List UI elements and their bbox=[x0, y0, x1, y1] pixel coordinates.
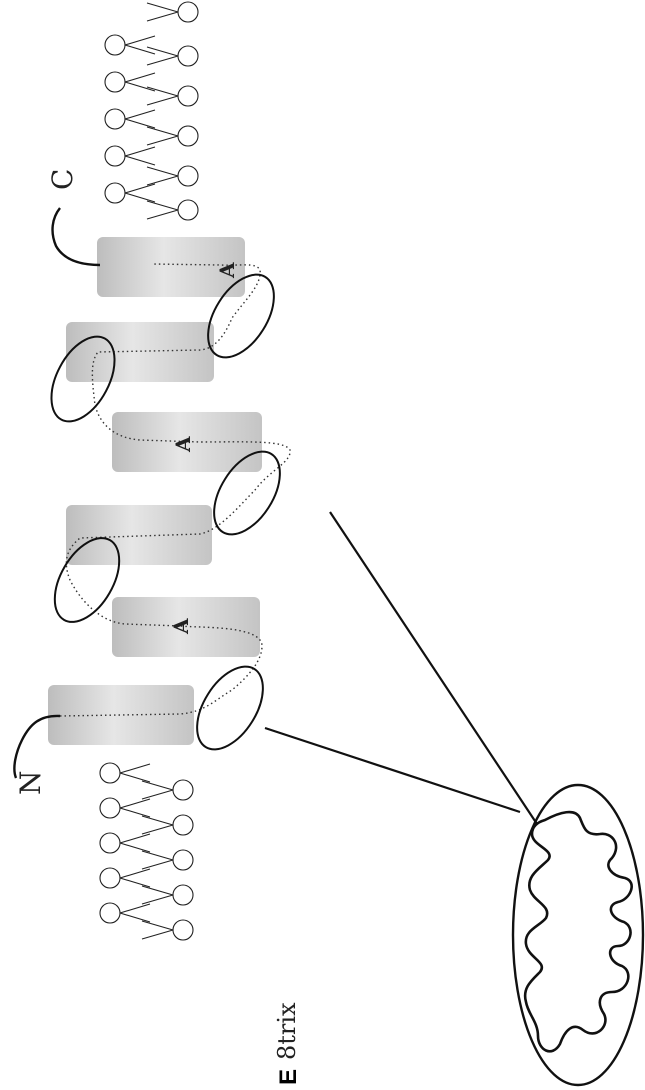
c-terminus-tail bbox=[53, 208, 100, 265]
helix-cylinders bbox=[48, 237, 262, 745]
helix-marker-a: A bbox=[169, 618, 193, 635]
helix-marker-a: A bbox=[215, 262, 239, 279]
lipid-bilayer-top bbox=[105, 2, 198, 220]
connector-line bbox=[330, 512, 537, 824]
lipid-row bbox=[147, 2, 198, 220]
loop-ellipse bbox=[184, 655, 277, 761]
helix-marker-a: A bbox=[171, 436, 195, 453]
mitochondrion-cristae bbox=[525, 812, 632, 1051]
c-terminus-label: C bbox=[46, 169, 79, 190]
matrix-label: 8trix bbox=[273, 1002, 301, 1060]
mitochondrion bbox=[513, 785, 643, 1085]
helix-5 bbox=[66, 322, 214, 382]
panel-label-e: E bbox=[275, 1069, 302, 1085]
n-terminus-label: N bbox=[14, 771, 47, 796]
helix-1 bbox=[48, 685, 194, 745]
lipid-bilayer-bottom bbox=[100, 763, 193, 940]
lipid-row bbox=[142, 780, 193, 940]
lipid-row bbox=[105, 35, 155, 203]
connector-lines bbox=[265, 512, 537, 824]
lipid-row bbox=[100, 763, 150, 923]
helix-3 bbox=[66, 505, 212, 565]
